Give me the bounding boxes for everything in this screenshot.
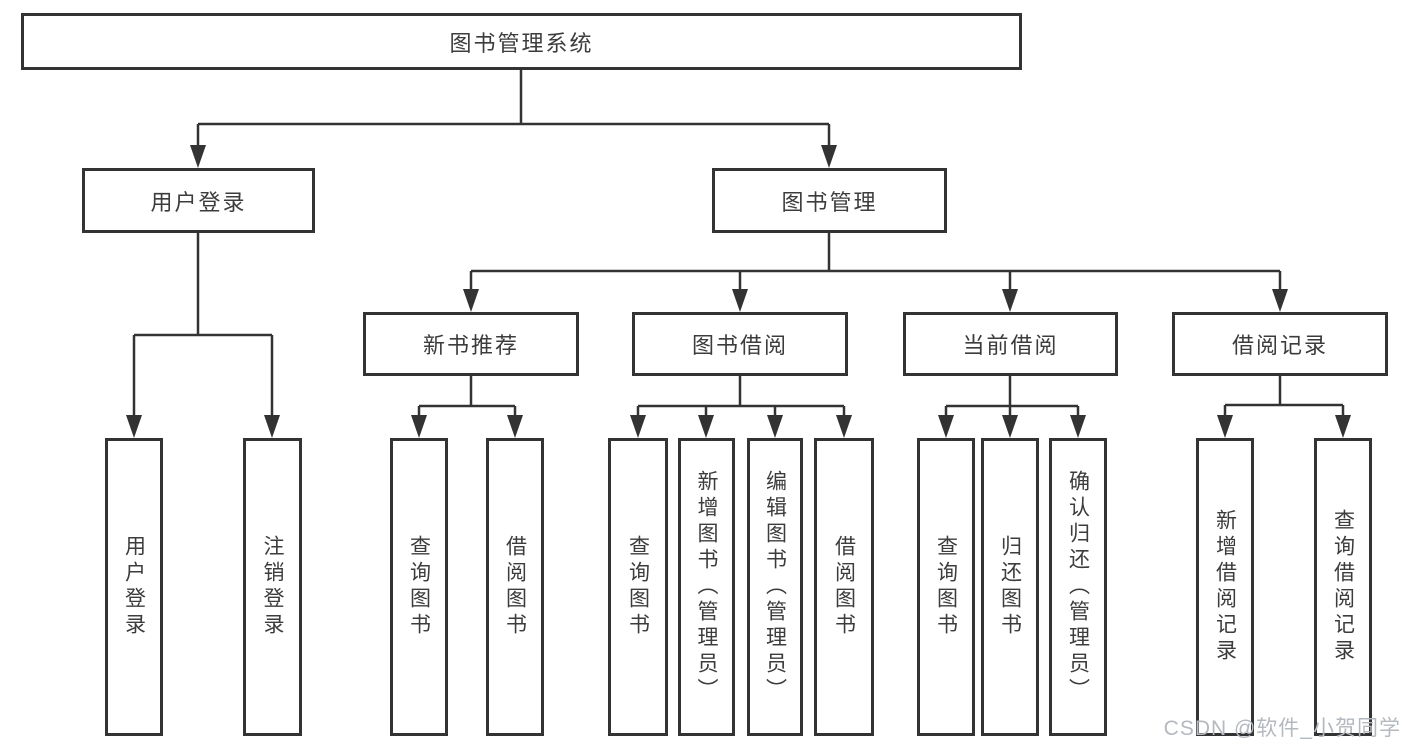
node-current-borrowing: 当前借阅 [903,312,1118,376]
leaf-query-books-recommend: 查询图书 [390,438,448,736]
node-borrowing-records: 借阅记录 [1172,312,1388,376]
leaf-label: 编辑图书（管理员） [763,470,787,704]
connector-current-borrow-to-leaves [944,375,1080,420]
leaf-query-books-current: 查询图书 [917,438,975,736]
leaf-label: 新增图书（管理员） [695,470,718,704]
leaf-label: 确认归还（管理员） [1066,470,1090,704]
leaf-add-books-admin: 新增图书（管理员） [678,438,735,736]
leaf-confirm-return-admin: 确认归还（管理员） [1049,438,1107,736]
leaf-query-borrow-record: 查询借阅记录 [1314,438,1372,736]
leaf-label: 注销登录 [261,535,284,639]
leaf-label: 用户登录 [122,535,146,639]
connector-root-to-level2 [196,69,831,150]
connector-new-book-rec-to-leaves [417,375,517,420]
leaf-label: 查询图书 [934,535,958,639]
node-library-management-system: 图书管理系统 [21,13,1022,70]
leaf-label: 新增借阅记录 [1213,509,1237,665]
node-book-borrowing: 图书借阅 [632,312,848,376]
leaf-query-books-borrow: 查询图书 [608,438,668,736]
leaf-label: 查询图书 [407,535,431,639]
node-new-book-recommendation: 新书推荐 [363,312,579,376]
leaf-label: 查询图书 [626,535,650,639]
leaf-edit-books-admin: 编辑图书（管理员） [747,438,803,736]
leaf-label: 借阅图书 [832,535,856,639]
csdn-watermark: CSDN @软件_小贺同学 [1163,717,1401,740]
connector-book-mgmt-to-level3 [469,232,1282,293]
leaf-user-login: 用户登录 [105,438,163,736]
leaf-return-books: 归还图书 [981,438,1039,736]
leaf-label: 归还图书 [998,535,1022,639]
leaf-borrow-books: 借阅图书 [814,438,874,736]
connector-book-borrow-to-leaves [636,375,846,420]
node-user-login: 用户登录 [82,168,315,233]
leaf-borrow-books-recommend: 借阅图书 [486,438,544,736]
leaf-logout: 注销登录 [243,438,302,736]
node-book-management: 图书管理 [712,168,947,233]
leaf-label: 查询借阅记录 [1331,509,1355,665]
connector-borrow-records-to-leaves [1223,375,1345,420]
leaf-label: 借阅图书 [503,535,527,639]
connector-user-login-to-leaves [132,232,274,420]
leaf-add-borrow-record: 新增借阅记录 [1196,438,1254,736]
